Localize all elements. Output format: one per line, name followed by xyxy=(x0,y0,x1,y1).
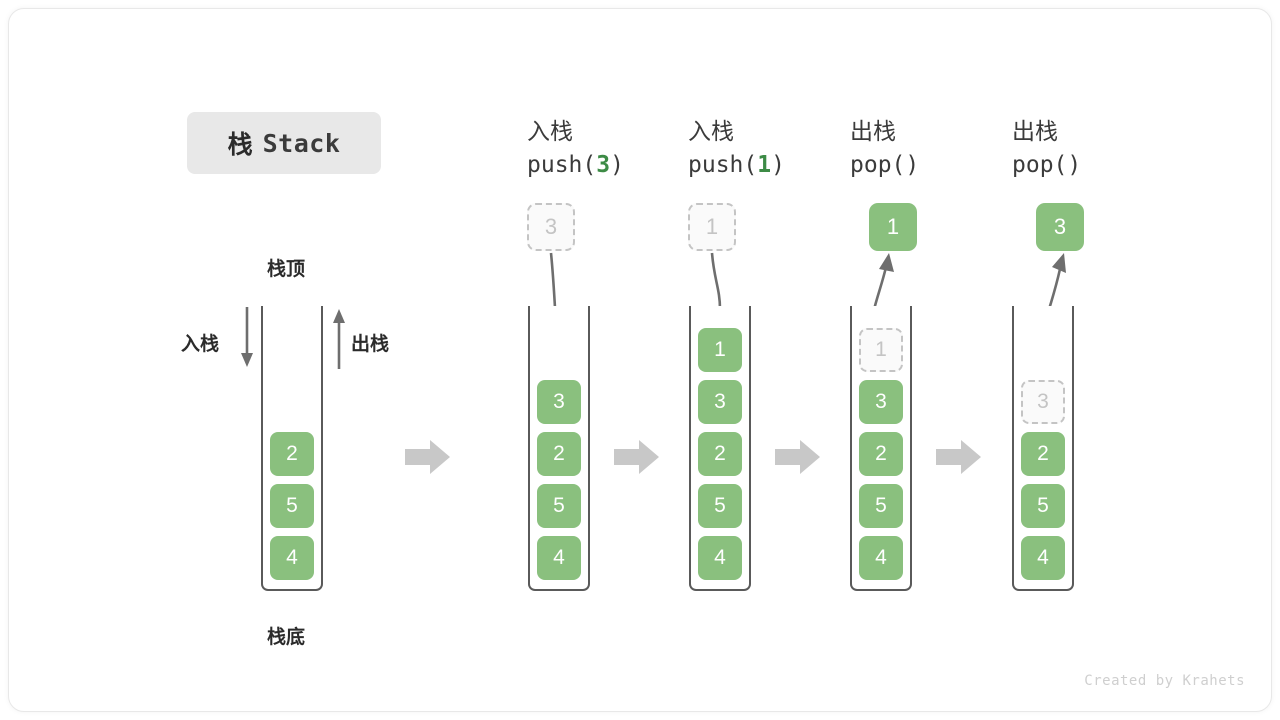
title-badge: 栈 Stack xyxy=(187,112,381,174)
stack-cell: 3 xyxy=(537,380,581,424)
stack-cell: 4 xyxy=(1021,536,1065,580)
transition-arrow-icon xyxy=(775,440,820,474)
step-operation-cn: 入栈 xyxy=(688,118,734,144)
code-suffix: ) xyxy=(771,152,785,178)
step-operation-cn: 出栈 xyxy=(850,118,896,144)
stack-cell: 4 xyxy=(537,536,581,580)
stack-cell: 3 xyxy=(859,380,903,424)
code-arg: 3 xyxy=(596,152,611,178)
stack-bottom-label: 栈底 xyxy=(267,627,306,648)
code-suffix: ) xyxy=(610,152,624,178)
detached-cell: 1 xyxy=(688,203,736,251)
step-operation-code: push(1) xyxy=(688,148,858,182)
step-operation-cn: 出栈 xyxy=(1012,118,1058,144)
step-operation-cn: 入栈 xyxy=(527,118,573,144)
stack-top-label: 栈顶 xyxy=(267,259,306,280)
stack-cell: 2 xyxy=(698,432,742,476)
step-operation-code: pop() xyxy=(1012,148,1182,182)
stack-cell: 5 xyxy=(859,484,903,528)
code-prefix: pop( xyxy=(1012,152,1068,178)
title-cn: 栈 xyxy=(227,131,253,159)
detached-cell: 1 xyxy=(869,203,917,251)
step-stack-container: 3 2 5 4 xyxy=(1012,306,1074,591)
code-arg: 1 xyxy=(757,152,772,178)
detached-cell: 3 xyxy=(527,203,575,251)
stack-cell: 3 xyxy=(698,380,742,424)
push-direction-arrow-icon xyxy=(241,307,253,367)
code-suffix: ) xyxy=(905,152,920,178)
transition-arrow-icon xyxy=(614,440,659,474)
stack-cell: 2 xyxy=(1021,432,1065,476)
step-operation-code: pop() xyxy=(850,148,1020,182)
stack-cell: 2 xyxy=(537,432,581,476)
push-direction-label: 入栈 xyxy=(181,334,220,355)
stack-cell: 4 xyxy=(698,536,742,580)
reference-stack-container: 2 5 4 xyxy=(261,306,323,591)
stack-cell: 5 xyxy=(698,484,742,528)
stack-cell: 2 xyxy=(270,432,314,476)
stack-cell: 5 xyxy=(270,484,314,528)
stack-cell: 5 xyxy=(1021,484,1065,528)
stack-cell-ghost: 3 xyxy=(1021,380,1065,424)
stack-cell: 4 xyxy=(270,536,314,580)
transition-arrow-icon xyxy=(936,440,981,474)
stack-cell: 5 xyxy=(537,484,581,528)
step-stack-container: 1 3 2 5 4 xyxy=(689,306,751,591)
step-header: 入栈 push(1) xyxy=(688,114,858,182)
stack-cell: 4 xyxy=(859,536,903,580)
stack-cell: 2 xyxy=(859,432,903,476)
credit-text: Created by Krahets xyxy=(1084,673,1245,689)
code-prefix: push( xyxy=(527,152,597,178)
step-stack-container: 1 3 2 5 4 xyxy=(850,306,912,591)
diagram-card: 栈 Stack 栈顶 入栈 出栈 2 5 4 栈底 入栈 push(3) 3 xyxy=(8,8,1272,712)
step-header: 出栈 pop() xyxy=(850,114,1020,182)
code-prefix: push( xyxy=(688,152,758,178)
step-stack-container: 3 2 5 4 xyxy=(528,306,590,591)
stack-cell: 1 xyxy=(698,328,742,372)
step-operation-code: push(3) xyxy=(527,148,697,182)
step-header: 出栈 pop() xyxy=(1012,114,1182,182)
transition-arrow-icon xyxy=(405,440,450,474)
pop-direction-arrow-icon xyxy=(333,309,345,369)
step-header: 入栈 push(3) xyxy=(527,114,697,182)
pop-direction-label: 出栈 xyxy=(351,334,390,355)
code-prefix: pop( xyxy=(850,152,906,178)
detached-cell: 3 xyxy=(1036,203,1084,251)
stack-cell-ghost: 1 xyxy=(859,328,903,372)
title-en: Stack xyxy=(262,128,341,158)
code-suffix: ) xyxy=(1067,152,1082,178)
